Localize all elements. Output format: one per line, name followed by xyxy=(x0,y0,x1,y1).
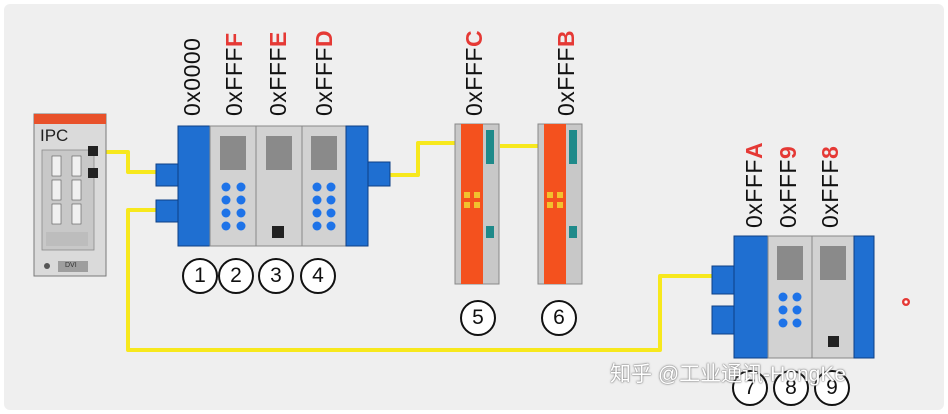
cable-node1-to-node5 xyxy=(388,141,455,177)
address-label-8: 0xFFF9 xyxy=(775,145,801,228)
address-label-3: 0xFFFE xyxy=(265,31,291,116)
position-circle-6: 6 xyxy=(541,300,577,336)
position-circle-2: 2 xyxy=(218,258,254,294)
node-group-1-4 xyxy=(155,125,391,247)
cable-ipc-to-node1-in xyxy=(96,150,156,174)
ipc-label: IPC xyxy=(40,126,69,145)
address-label-1: 0x0000 xyxy=(179,37,205,116)
position-circle-8: 8 xyxy=(773,370,809,406)
address-label-6: 0xFFFB xyxy=(553,29,579,116)
address-label-9: 0xFFF8 xyxy=(817,145,843,228)
position-circle-9: 9 xyxy=(814,370,850,406)
node-5-module xyxy=(454,123,500,285)
node-6-module xyxy=(537,123,583,285)
watermark-text: 知乎 @工业通讯-HongKe xyxy=(610,363,847,386)
cable-return-to-node1 xyxy=(126,208,714,352)
position-circle-5: 5 xyxy=(460,300,496,336)
address-label-2: 0xFFFF xyxy=(221,32,247,116)
address-label-5: 0xFFFC xyxy=(461,29,487,116)
position-circle-7: 7 xyxy=(732,370,768,406)
address-label-4: 0xFFFD xyxy=(311,29,337,116)
node-group-7-9 xyxy=(711,235,875,359)
position-circle-1: 1 xyxy=(182,258,218,294)
ipc-device xyxy=(33,113,107,277)
address-label-7: 0xFFFA xyxy=(741,141,767,228)
position-circle-3: 3 xyxy=(258,258,294,294)
position-circle-4: 4 xyxy=(300,258,336,294)
dvi-port-label: DVI xyxy=(65,262,77,269)
